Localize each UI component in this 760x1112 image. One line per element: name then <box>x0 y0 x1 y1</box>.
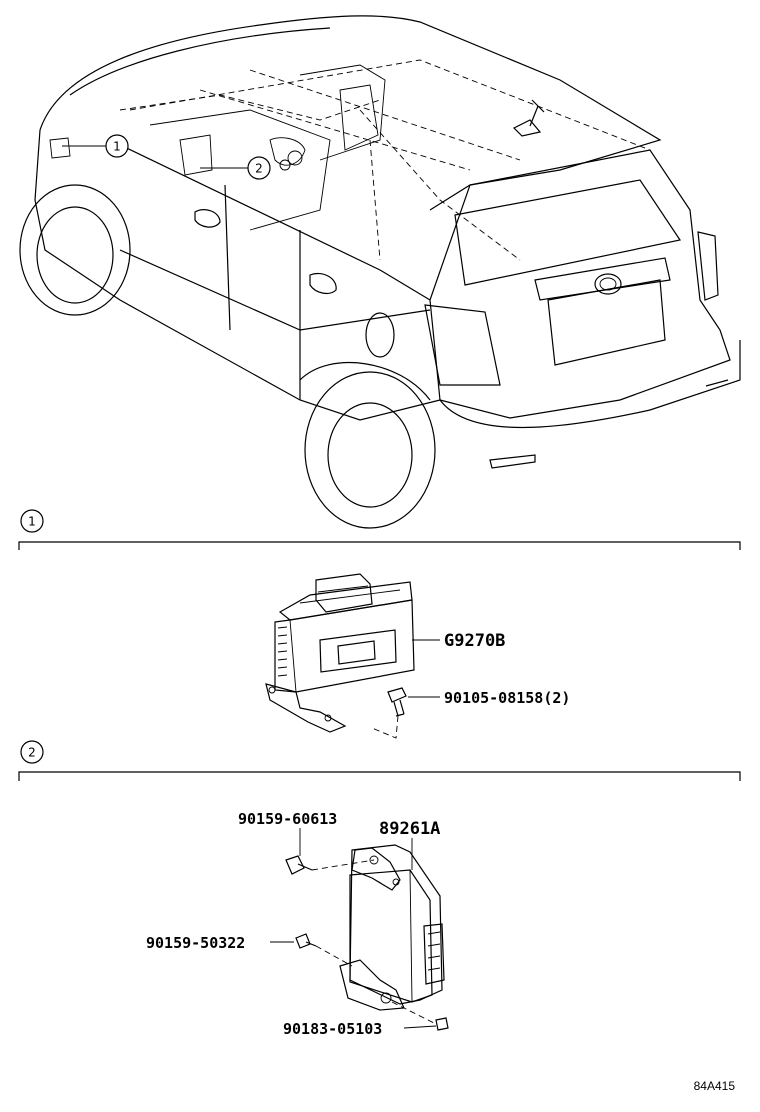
90183-05103-leader <box>403 1025 437 1029</box>
part-label-90159-60613[interactable]: 90159-60613 <box>238 810 337 828</box>
bolt-90105-08158-illustration <box>371 687 407 739</box>
section-1-header: 1 <box>18 509 741 550</box>
part-label-90183-05103[interactable]: 90183-05103 <box>283 1020 382 1038</box>
module-89261a-illustration <box>339 844 445 1011</box>
vehicle-callout-1-number: 1 <box>113 140 121 154</box>
vehicle-callout-2-number: 2 <box>255 162 263 176</box>
vehicle-callout-1: 1 <box>62 134 129 158</box>
part-label-g9270b[interactable]: G9270B <box>444 631 505 651</box>
vehicle-illustration <box>19 15 741 529</box>
section-1-number: 1 <box>28 515 36 529</box>
section-2-header: 2 <box>18 740 741 781</box>
screw-90159-60613-illustration <box>285 855 375 875</box>
part-label-89261a[interactable]: 89261A <box>379 819 440 839</box>
nut-90183-05103-illustration <box>391 1001 449 1031</box>
section-2-number: 2 <box>28 746 36 760</box>
module-g9270b-illustration <box>265 573 415 733</box>
part-label-90105-08158[interactable]: 90105-08158(2) <box>444 689 570 707</box>
vehicle-callout-2: 2 <box>200 156 271 180</box>
part-label-90159-50322[interactable]: 90159-50322 <box>146 934 245 952</box>
diagram-reference-code: 84A415 <box>694 1079 736 1093</box>
screw-90159-50322-illustration <box>295 933 353 967</box>
